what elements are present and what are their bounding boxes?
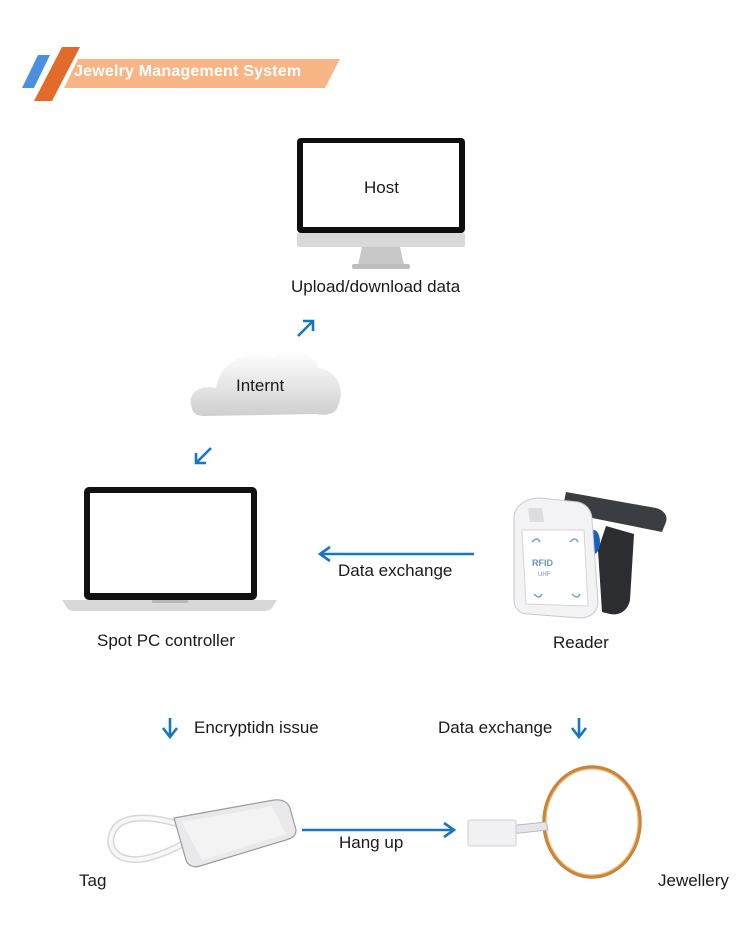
cloud-icon [190,351,341,416]
laptop-icon [62,487,277,611]
rfid-reader-icon [513,492,667,619]
reader-device-text-2: UHF [538,572,551,578]
arrow-down-icon-right [570,718,588,740]
jewellery-icon [467,765,642,879]
cloud-text: Internt [236,376,285,395]
banner-title: Jewelry Management System [74,63,302,80]
host-screen-text: Host [364,178,399,197]
pc-caption: Spot PC controller [97,631,235,650]
jewellery-caption: Jewellery [658,871,729,890]
edge-pc-tag-label: Encryptidn issue [194,718,319,737]
edge-reader-jewellery-label: Data exchange [438,718,553,737]
tag-caption: Tag [79,871,107,890]
edge-tag-jewellery-label: Hang up [339,833,404,852]
arrow-right-icon [302,821,457,839]
arrow-down-icon-left [161,718,179,740]
reader-caption: Reader [553,633,609,652]
tag-icon [107,799,297,868]
reader-device-text-1: RFID [532,558,553,568]
arrow-down-left-icon [194,447,212,465]
banner-stripe-blue [22,47,340,101]
host-caption: Upload/download data [291,277,461,296]
edge-reader-pc-label: Data exchange [338,561,453,580]
monitor-icon [297,138,465,269]
arrow-left-icon [317,545,474,563]
arrow-up-right-icon [297,319,315,337]
